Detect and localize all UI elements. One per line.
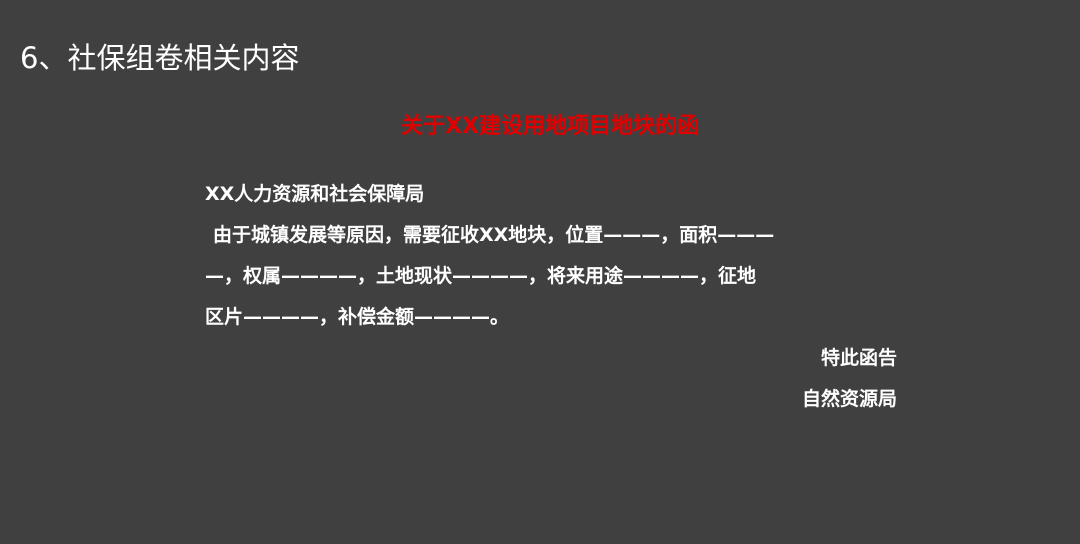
letter-closing: 特此函告 xyxy=(820,347,897,369)
slide-title: 6、社保组卷相关内容 xyxy=(20,41,300,75)
letter-sender: 自然资源局 xyxy=(801,388,897,410)
letter-paragraph-line: 由于城镇发展等原因，需要征收XX地块，位置———，面积——— xyxy=(213,224,775,246)
letter-title: 关于XX建设用地项目地块的函 xyxy=(401,114,699,139)
letter-paragraph: 由于城镇发展等原因，需要征收XX地块，位置———，面积——— —，权属————，… xyxy=(205,215,905,338)
letter-body: XX人力资源和社会保障局 由于城镇发展等原因，需要征收XX地块，位置———，面积… xyxy=(205,174,905,420)
letter-paragraph-line: —，权属————，土地现状————，将来用途————，征地 xyxy=(205,265,757,287)
letter-paragraph-line: 区片————，补偿金额————。 xyxy=(205,306,510,328)
letter-recipient: XX人力资源和社会保障局 xyxy=(205,183,425,205)
